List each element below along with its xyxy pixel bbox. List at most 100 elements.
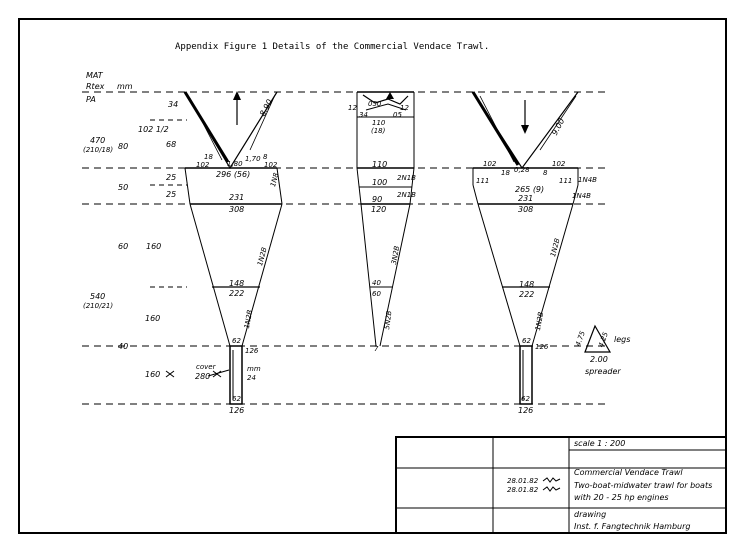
title-block xyxy=(395,436,727,534)
right-net-028: 0,28 xyxy=(514,166,530,174)
label-160b: 160 xyxy=(145,314,161,323)
label-80: 80 xyxy=(118,142,129,151)
center-net-12-left: 12 xyxy=(348,104,357,112)
center-net-float xyxy=(386,92,394,99)
left-net-222: 222 xyxy=(229,289,245,298)
right-net-62b: 62 xyxy=(521,395,530,403)
left-net-308: 308 xyxy=(229,205,245,214)
center-net-side-l2 xyxy=(360,203,377,347)
center-net-side-l1 xyxy=(356,167,362,205)
right-net-8: 8 xyxy=(543,169,548,177)
left-tow-arrow-head xyxy=(233,91,241,100)
center-net-7: 7 xyxy=(374,345,379,353)
right-net xyxy=(471,91,579,405)
title-block-line-2: Two-boat-midwater trawl for boats xyxy=(574,481,713,490)
label-50: 50 xyxy=(118,183,129,192)
label-40: 40 xyxy=(118,342,129,351)
center-net-110b: 110 xyxy=(372,160,388,169)
cover-cross-marks xyxy=(165,369,230,378)
right-net-side-l1 xyxy=(472,184,479,205)
left-net-180: 1,80 xyxy=(227,160,243,168)
left-tick-lines xyxy=(150,119,187,288)
label-540-sub: (210/21) xyxy=(83,302,114,310)
right-net-231: 231 xyxy=(518,194,534,203)
center-net-side-r2 xyxy=(379,203,411,347)
right-net-111-left: 111 xyxy=(476,177,490,185)
center-net-100: 100 xyxy=(372,178,388,187)
legend-spreader: spreader xyxy=(585,367,621,376)
center-net-2n1b-b: 2N1B xyxy=(397,191,416,199)
header-mat: MAT xyxy=(86,71,103,80)
title-block-line-1: Commercial Vendace Trawl xyxy=(574,468,683,477)
right-net-1n4b-b: 1N4B xyxy=(572,192,591,200)
center-net-050: 050 xyxy=(368,100,382,108)
right-net-222: 222 xyxy=(519,290,535,299)
right-codend xyxy=(519,345,533,405)
title-block-scale: scale 1 : 200 xyxy=(574,439,626,448)
center-net-12-right: 12 xyxy=(400,104,409,112)
label-60: 60 xyxy=(118,242,129,251)
right-net-62a: 62 xyxy=(522,337,531,345)
center-net-34: 34 xyxy=(359,111,368,119)
cover-leader-line xyxy=(207,369,230,377)
left-net-126a: 126 xyxy=(245,347,259,355)
section-dashed-lines xyxy=(82,91,610,405)
right-net-side-l2 xyxy=(477,203,521,347)
legend-200: 2.00 xyxy=(590,355,608,364)
center-net-headline-2 xyxy=(365,103,407,111)
left-net-side-r2 xyxy=(241,203,283,347)
legend-triangle xyxy=(584,324,612,353)
legend-legs: legs xyxy=(614,335,631,344)
cross-mark-a2 xyxy=(165,370,175,378)
label-24: 24 xyxy=(247,374,256,382)
center-net-05: 05 xyxy=(393,111,402,119)
label-cover: cover xyxy=(196,363,216,371)
label-470-sub: (210/18) xyxy=(83,146,114,154)
right-net-side-r2 xyxy=(531,203,574,347)
label-cover-mm: mm xyxy=(247,365,261,373)
label-25a: 25 xyxy=(166,173,177,182)
right-net-265: 265 (9) xyxy=(515,185,545,194)
left-net-62a: 62 xyxy=(232,337,241,345)
header-rtex: Rtex xyxy=(86,82,105,91)
left-net-wing-inner1 xyxy=(189,97,223,161)
title-block-date-1: 28.01.82 xyxy=(507,477,539,485)
center-net-18: (18) xyxy=(371,127,386,135)
label-34: 34 xyxy=(168,100,179,109)
left-net-18: 18 xyxy=(204,153,213,161)
right-tow-arrow-head xyxy=(521,125,529,134)
label-160a: 160 xyxy=(146,242,162,251)
label-102-half: 102 1/2 xyxy=(138,125,169,134)
right-net-18: 18 xyxy=(501,169,510,177)
title-block-drawing: drawing xyxy=(574,510,607,519)
left-net-8: 8 xyxy=(263,153,268,161)
figure-title: Appendix Figure 1 Details of the Commerc… xyxy=(175,42,490,52)
header-mm: mm xyxy=(117,82,133,91)
right-net-148: 148 xyxy=(519,280,535,289)
center-net-120: 120 xyxy=(371,205,387,214)
header-pa: PA xyxy=(86,95,96,104)
left-net-side-r1 xyxy=(276,167,283,205)
page-frame xyxy=(18,18,727,534)
right-net-102-right: 102 xyxy=(552,160,566,168)
left-net-231: 231 xyxy=(229,193,245,202)
center-net-2n1b-a: 2N1B xyxy=(397,174,416,182)
left-net-62b: 62 xyxy=(232,395,241,403)
right-net-126a: 126 xyxy=(535,343,549,351)
title-block-grid xyxy=(396,437,727,534)
right-net-102-left: 102 xyxy=(483,160,497,168)
left-net xyxy=(183,91,283,405)
cross-mark-b2 xyxy=(212,370,222,378)
label-470: 470 xyxy=(90,136,106,145)
right-net-126b: 126 xyxy=(518,406,534,415)
right-net-111-right: 111 xyxy=(559,177,573,185)
legs-spreader-triangle xyxy=(584,324,612,353)
label-68: 68 xyxy=(166,140,177,149)
label-160c: 160 xyxy=(145,370,161,379)
center-net-side-r1 xyxy=(409,167,415,205)
title-block-institute: Inst. f. Fangtechnik Hamburg xyxy=(574,522,691,531)
center-net-40: 40 xyxy=(372,279,381,287)
left-net-126b: 126 xyxy=(229,406,245,415)
